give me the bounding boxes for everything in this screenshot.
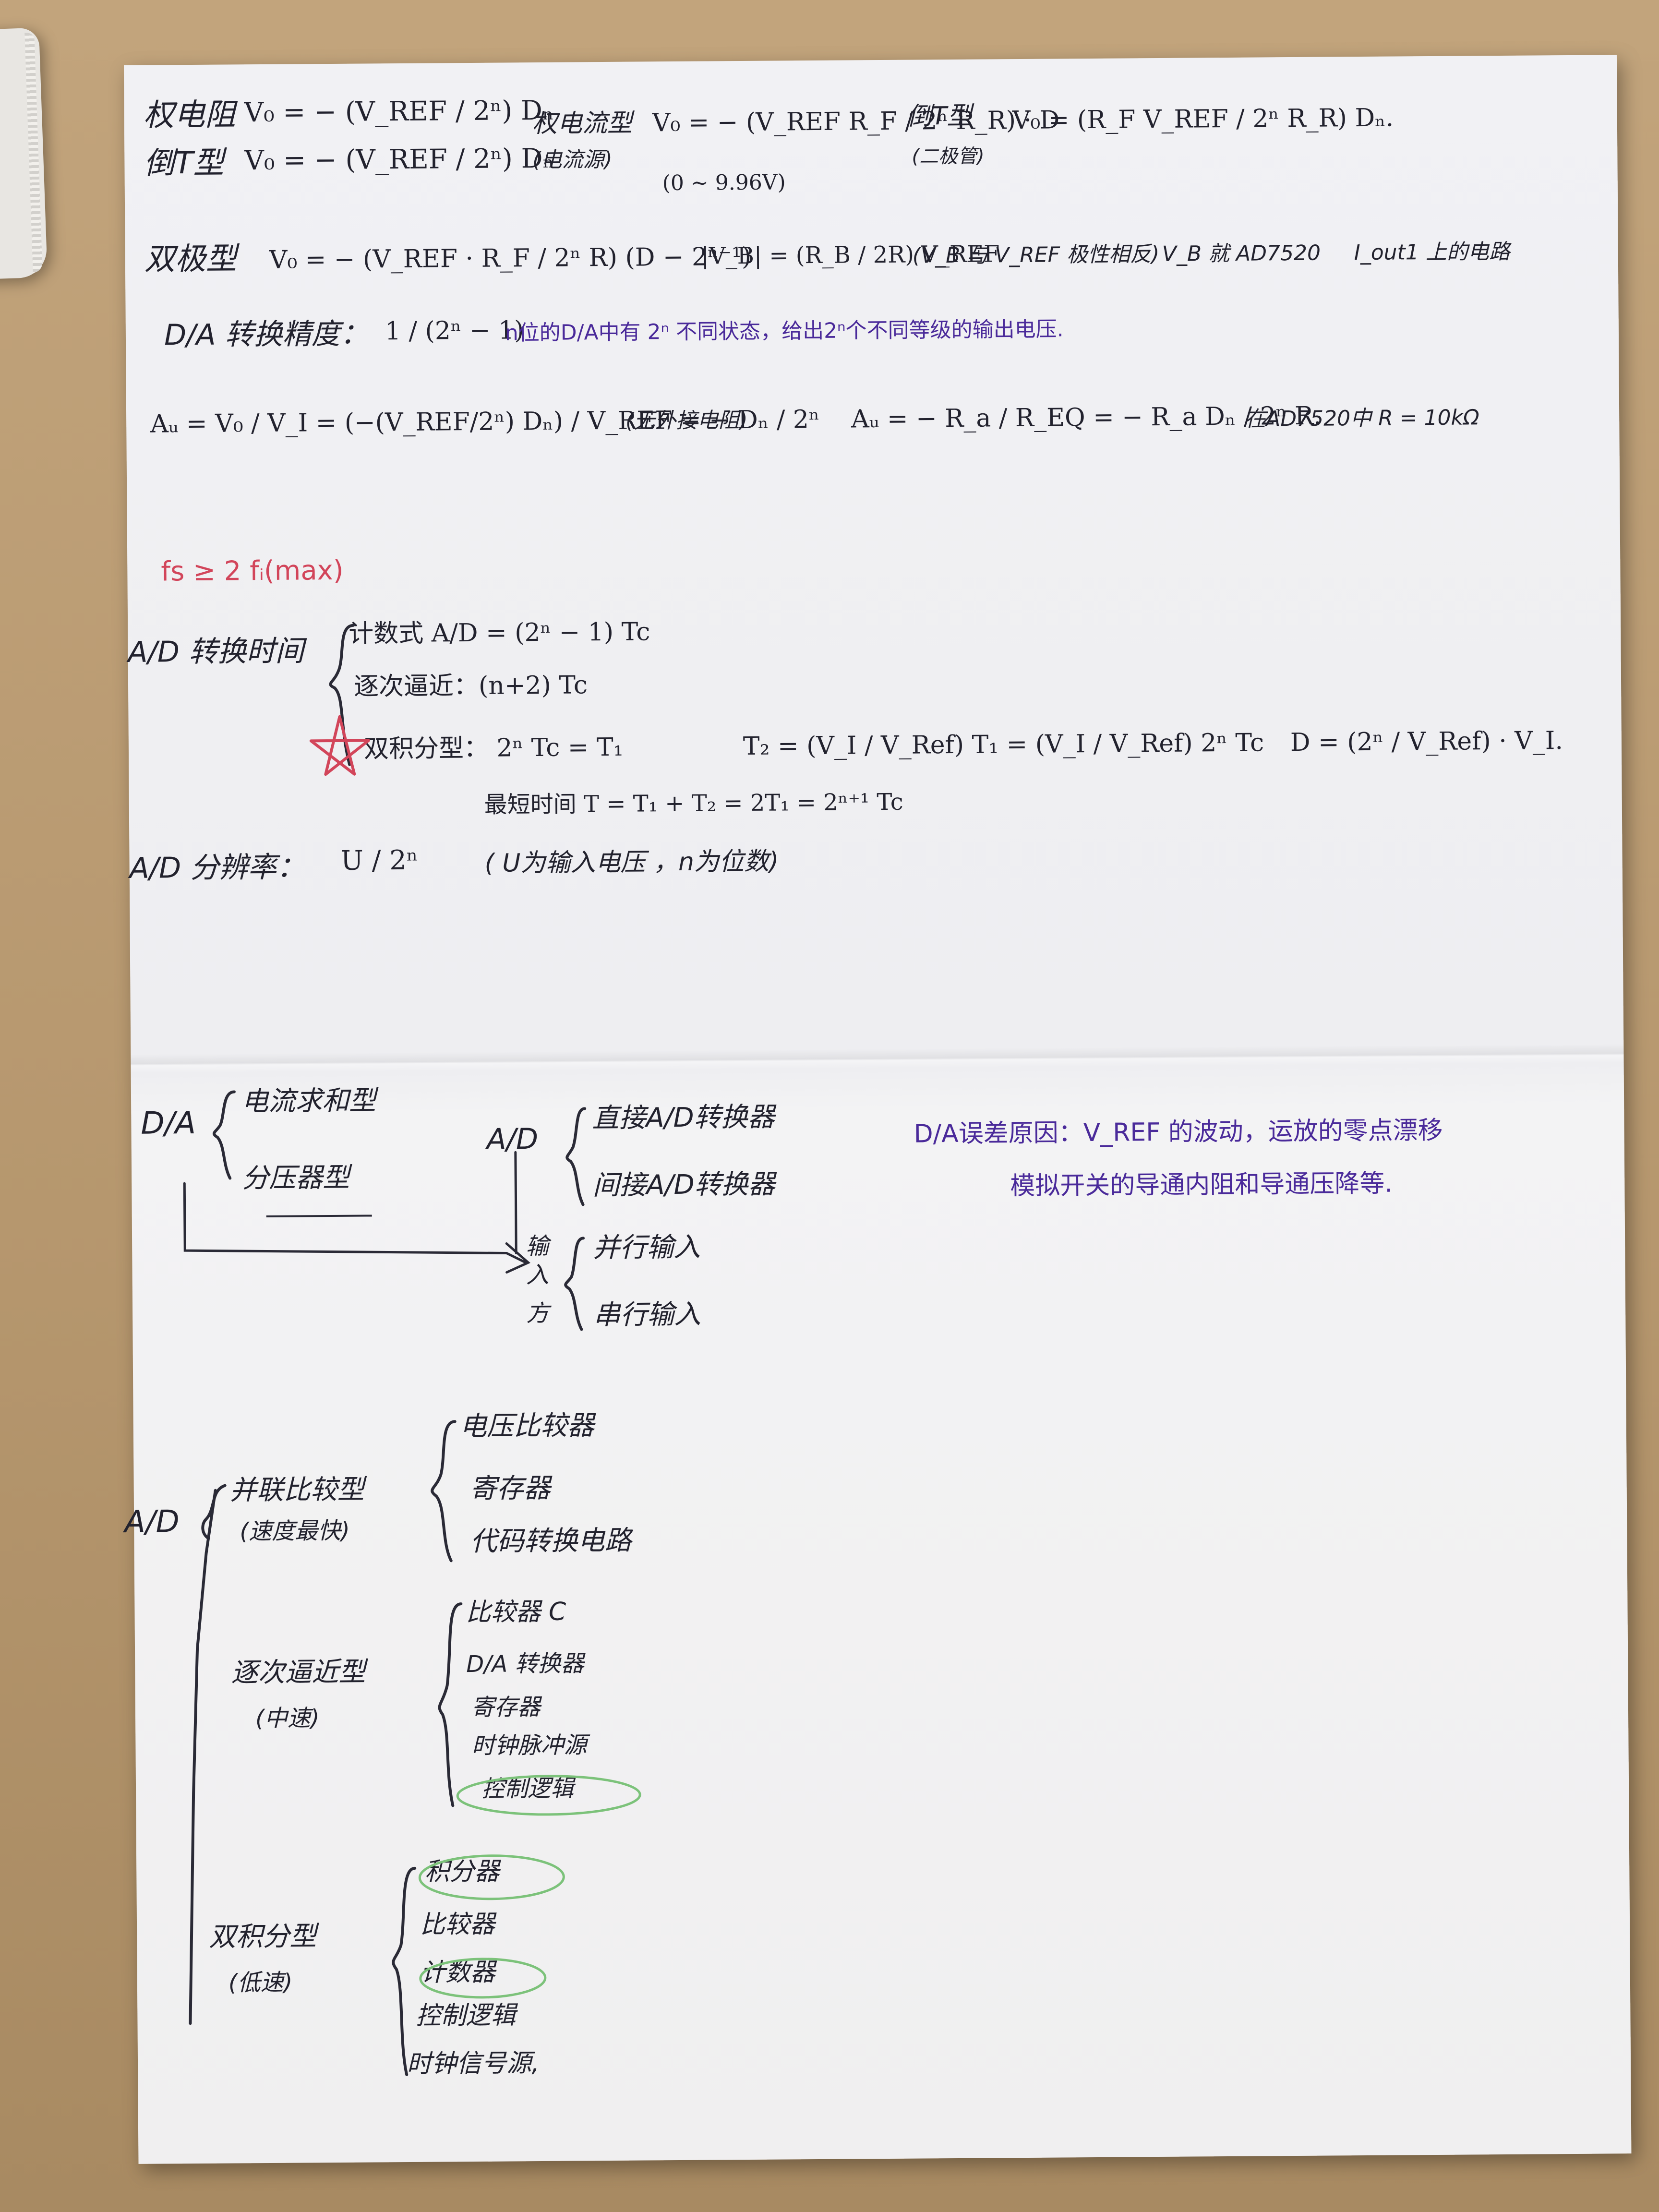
da-to-input-arrow xyxy=(183,1182,527,1264)
paper-stack-edge xyxy=(0,27,48,280)
red-star-icon xyxy=(309,715,370,776)
da-tree-brace xyxy=(213,1090,236,1180)
parallel-brace xyxy=(431,1420,457,1563)
hand-drawn-marks xyxy=(183,624,641,2076)
highlight-integrator xyxy=(418,1854,565,1900)
sar-brace xyxy=(438,1602,463,1807)
ad-small-brace xyxy=(565,1107,587,1206)
highlight-counter xyxy=(419,1958,547,1999)
ad-tree-trunk xyxy=(189,1489,217,2025)
highlight-control-logic xyxy=(456,1775,641,1816)
note-sheet: 权电阻 V₀ = − (V_REF / 2ⁿ) Dₙ 倒T型 V₀ = − (V… xyxy=(124,55,1632,2164)
input-brace xyxy=(564,1237,585,1331)
dual-brace xyxy=(392,1866,417,2076)
ad-time-brace xyxy=(329,624,355,766)
